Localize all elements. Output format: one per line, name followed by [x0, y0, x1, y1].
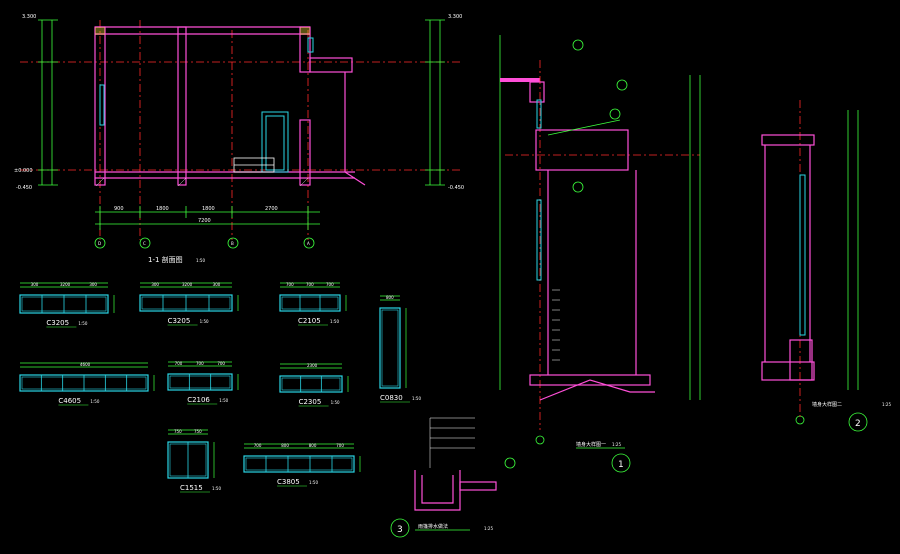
window-scale-label: 1:50 [331, 400, 340, 405]
window-scale-label: 1:50 [212, 486, 221, 491]
level-floor: ±0.000 [14, 168, 33, 174]
window-dim-text: 800 [281, 443, 289, 448]
window-frame [279, 375, 343, 393]
window-dim-text: 300 [31, 282, 39, 287]
window-inner-frame [245, 457, 353, 471]
window-code-label: C3805 [277, 478, 300, 486]
dim-1: 900 [114, 206, 124, 212]
canopy-detail-3: 雨篷排水做法 1:25 3 [390, 417, 516, 538]
window-scale-label: 1:50 [78, 321, 87, 326]
window-dim-text: 700 [254, 443, 262, 448]
window-code-label: C4605 [58, 397, 81, 405]
wall-detail-1: 墙身大样图一 1:25 1 [499, 35, 700, 473]
window-dim-text: 750 [194, 429, 202, 434]
axis-a: A [307, 241, 310, 246]
axis-b: B [231, 241, 234, 246]
window-inner-frame [381, 309, 399, 387]
window-inner-frame [281, 377, 341, 391]
window-frame [167, 373, 233, 391]
level-bottom-right: -0.450 [448, 185, 464, 191]
detail-3-number: 3 [397, 525, 403, 535]
detail-3-title: 雨篷排水做法 [418, 523, 448, 530]
window-scale-label: 1:50 [412, 396, 421, 401]
window-code-label: C2106 [187, 396, 210, 404]
detail-1-scale: 1:25 [612, 442, 621, 447]
section-scale: 1:50 [196, 258, 205, 263]
detail-3-scale: 1:25 [484, 526, 493, 531]
window-scale-label: 1:50 [219, 398, 228, 403]
window-scale-label: 1:50 [90, 399, 99, 404]
window-code-label: C0830 [380, 394, 403, 402]
dim-4: 2700 [265, 206, 278, 212]
window-dim-text: 700 [306, 282, 314, 287]
window-dim-text: 300 [213, 282, 221, 287]
section-title: 1-1 剖面图 [148, 255, 183, 264]
window-code-label: C3205 [46, 319, 69, 327]
section-1-1: 3.300 ±0.000 -0.450 3.300 -0.450 900 180… [14, 14, 464, 264]
window-dim-text: 3200 [60, 282, 71, 287]
detail-1-number: 1 [618, 460, 624, 470]
window-dim-text: 750 [174, 429, 182, 434]
level-top-right: 3.300 [448, 14, 462, 20]
window-inner-frame [169, 375, 231, 389]
window-scale-label: 1:50 [309, 480, 318, 485]
window-dim-text: 700 [336, 443, 344, 448]
window-scale-label: 1:50 [200, 319, 209, 324]
window-dim-text: 700 [286, 282, 294, 287]
window-code-label: C2305 [299, 398, 322, 406]
window-inner-frame [281, 296, 339, 310]
window-scale-label: 1:50 [330, 319, 339, 324]
detail-2-scale: 1:25 [882, 402, 891, 407]
window-dim-text: 300 [89, 282, 97, 287]
window-frame [279, 294, 341, 312]
window-code-label: C2105 [298, 317, 321, 325]
detail-2-title: 墙身大样图二 [812, 401, 842, 408]
dim-3: 1800 [202, 206, 215, 212]
window-dim-text: 700 [175, 361, 183, 366]
window-code-label: C3205 [168, 317, 191, 325]
window-code-label: C1515 [180, 484, 203, 492]
wall-detail-2: 墙身大样图二 1:25 2 [689, 75, 891, 432]
window-dim-text: 700 [196, 361, 204, 366]
window-dim-text: 4600 [80, 362, 91, 367]
level-bottom: -0.450 [16, 185, 32, 191]
axis-d: D [98, 241, 101, 246]
window-dim-text: 700 [326, 282, 334, 287]
detail-2-number: 2 [855, 419, 861, 429]
window-frame [243, 455, 355, 473]
window-dim-text: 800 [309, 443, 317, 448]
window-dim-text: 700 [217, 361, 225, 366]
dim-2: 1800 [156, 206, 169, 212]
dim-total: 7200 [198, 218, 211, 224]
window-dim-text: 3200 [182, 282, 193, 287]
level-top: 3.300 [22, 14, 36, 20]
window-dim-text: 300 [151, 282, 159, 287]
axis-c: C [143, 241, 146, 246]
detail-1-title: 墙身大样图一 [576, 441, 606, 448]
window-frame [379, 307, 401, 389]
window-dim-text: 2300 [307, 363, 318, 368]
window-dim-text: 800 [386, 295, 394, 300]
